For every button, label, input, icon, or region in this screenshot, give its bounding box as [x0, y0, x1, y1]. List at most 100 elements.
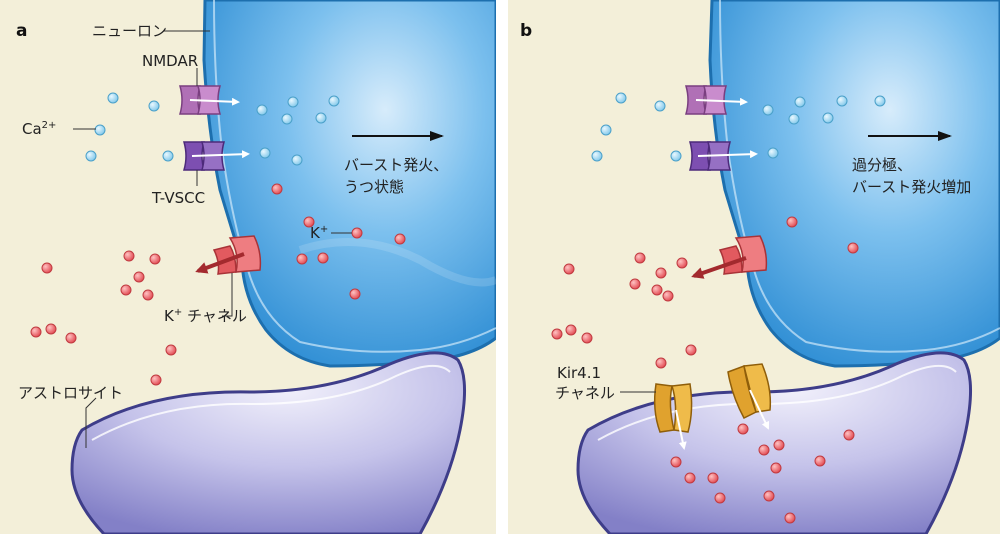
calcium-ion	[256, 104, 268, 116]
potassium-ion	[714, 492, 726, 504]
effect-text-b-line1: 過分極、	[852, 156, 912, 174]
potassium-ion	[655, 267, 667, 279]
calcium-ion	[600, 124, 612, 136]
calcium-ion	[615, 92, 627, 104]
calcium-ion	[107, 92, 119, 104]
potassium-ion	[123, 250, 135, 262]
potassium-ion	[784, 512, 796, 524]
potassium-ion	[651, 284, 663, 296]
calcium-ion	[767, 147, 779, 159]
calcium-ion	[762, 104, 774, 116]
potassium-ion	[670, 456, 682, 468]
calcium-ions-a	[85, 92, 340, 166]
panel-letter-a: a	[16, 21, 27, 41]
calcium-label-superscript: 2+	[42, 120, 57, 131]
calcium-ion	[874, 95, 886, 107]
potassium-ion	[65, 332, 77, 344]
calcium-label: Ca2+	[22, 120, 56, 138]
potassium-ion	[814, 455, 826, 467]
potassium-ion	[662, 290, 674, 302]
potassium-ion	[149, 253, 161, 265]
potassium-label-superscript: +	[320, 224, 328, 235]
kir-label-line1: Kir4.1	[557, 364, 601, 382]
potassium-ion	[763, 490, 775, 502]
potassium-ion	[133, 271, 145, 283]
calcium-ion	[259, 147, 271, 159]
calcium-ion	[148, 100, 160, 112]
potassium-ions-a	[30, 183, 406, 386]
panel-b: b Kir4.1 チャネル 過分極、 バースト発火増加	[508, 0, 1000, 534]
effect-text-b-line2: バースト発火増加	[852, 178, 971, 196]
potassium-ion	[847, 242, 859, 254]
potassium-ion	[296, 253, 308, 265]
potassium-ion	[773, 439, 785, 451]
potassium-ion	[684, 472, 696, 484]
potassium-ion	[563, 263, 575, 275]
neuron-membrane-inner-b	[719, 0, 1000, 353]
potassium-ion	[786, 216, 798, 228]
panel-divider	[496, 0, 508, 534]
potassium-ion	[394, 233, 406, 245]
nmdar-label: NMDAR	[142, 52, 198, 70]
tvscc-label: T-VSCC	[151, 189, 205, 207]
calcium-ion	[162, 150, 174, 162]
calcium-ion	[794, 96, 806, 108]
potassium-ion	[685, 344, 697, 356]
effect-text-a-line2: うつ状態	[344, 178, 404, 196]
k-channel-a	[195, 235, 262, 275]
potassium-ion	[271, 183, 283, 195]
potassium-ion	[165, 344, 177, 356]
kir41-channel-left	[653, 383, 693, 450]
calcium-ion	[291, 154, 303, 166]
astrocyte-label: アストロサイト	[18, 384, 123, 402]
potassium-ion	[551, 328, 563, 340]
k-channel-label-superscript: +	[174, 307, 182, 318]
panel-letter-b: b	[520, 21, 532, 41]
effect-text-a-line1: バースト発火、	[344, 156, 448, 174]
panel-a: a ニューロン NMDAR Ca2+ T-VSCC K+ K+ チャネル アスト…	[0, 0, 498, 534]
potassium-ion	[707, 472, 719, 484]
k-channel-leader-line	[222, 273, 233, 317]
calcium-ion	[670, 150, 682, 162]
tvscc-channel-a	[183, 141, 250, 171]
calcium-ions-b	[591, 92, 886, 162]
calcium-label-main: Ca	[22, 120, 42, 138]
calcium-ion	[315, 112, 327, 124]
neuron-label: ニューロン	[92, 22, 167, 40]
calcium-ion	[328, 95, 340, 107]
potassium-ion	[150, 374, 162, 386]
potassium-ion	[737, 423, 749, 435]
astrocyte-body	[70, 351, 467, 534]
neuron-membrane-inner	[213, 0, 497, 353]
potassium-ion	[351, 227, 363, 239]
calcium-ion	[822, 112, 834, 124]
potassium-ion	[41, 262, 53, 274]
k-channel-label-main: K	[164, 307, 175, 325]
potassium-ion	[317, 252, 329, 264]
calcium-ion	[94, 124, 106, 136]
nmdar-channel-a	[179, 85, 240, 115]
potassium-ion	[655, 357, 667, 369]
potassium-ion	[30, 326, 42, 338]
k-channel-label-text: チャネル	[182, 307, 247, 325]
tvscc-channel-b	[689, 141, 758, 171]
potassium-label: K+	[310, 224, 328, 242]
potassium-ion	[676, 257, 688, 269]
nmdar-channel-b	[685, 85, 748, 115]
calcium-ion	[281, 113, 293, 125]
calcium-ion	[788, 113, 800, 125]
potassium-ion	[303, 216, 315, 228]
potassium-ion	[629, 278, 641, 290]
kir41-channel-right	[727, 363, 772, 430]
potassium-ions-b	[551, 216, 859, 524]
potassium-ion	[120, 284, 132, 296]
potassium-ion	[565, 324, 577, 336]
kir-label-line2: チャネル	[555, 384, 615, 402]
potassium-ion	[758, 444, 770, 456]
potassium-label-main: K	[310, 224, 321, 242]
k-channel-label: K+ チャネル	[164, 307, 247, 325]
calcium-ion	[591, 150, 603, 162]
astrocyte-membrane-inner	[91, 365, 451, 441]
